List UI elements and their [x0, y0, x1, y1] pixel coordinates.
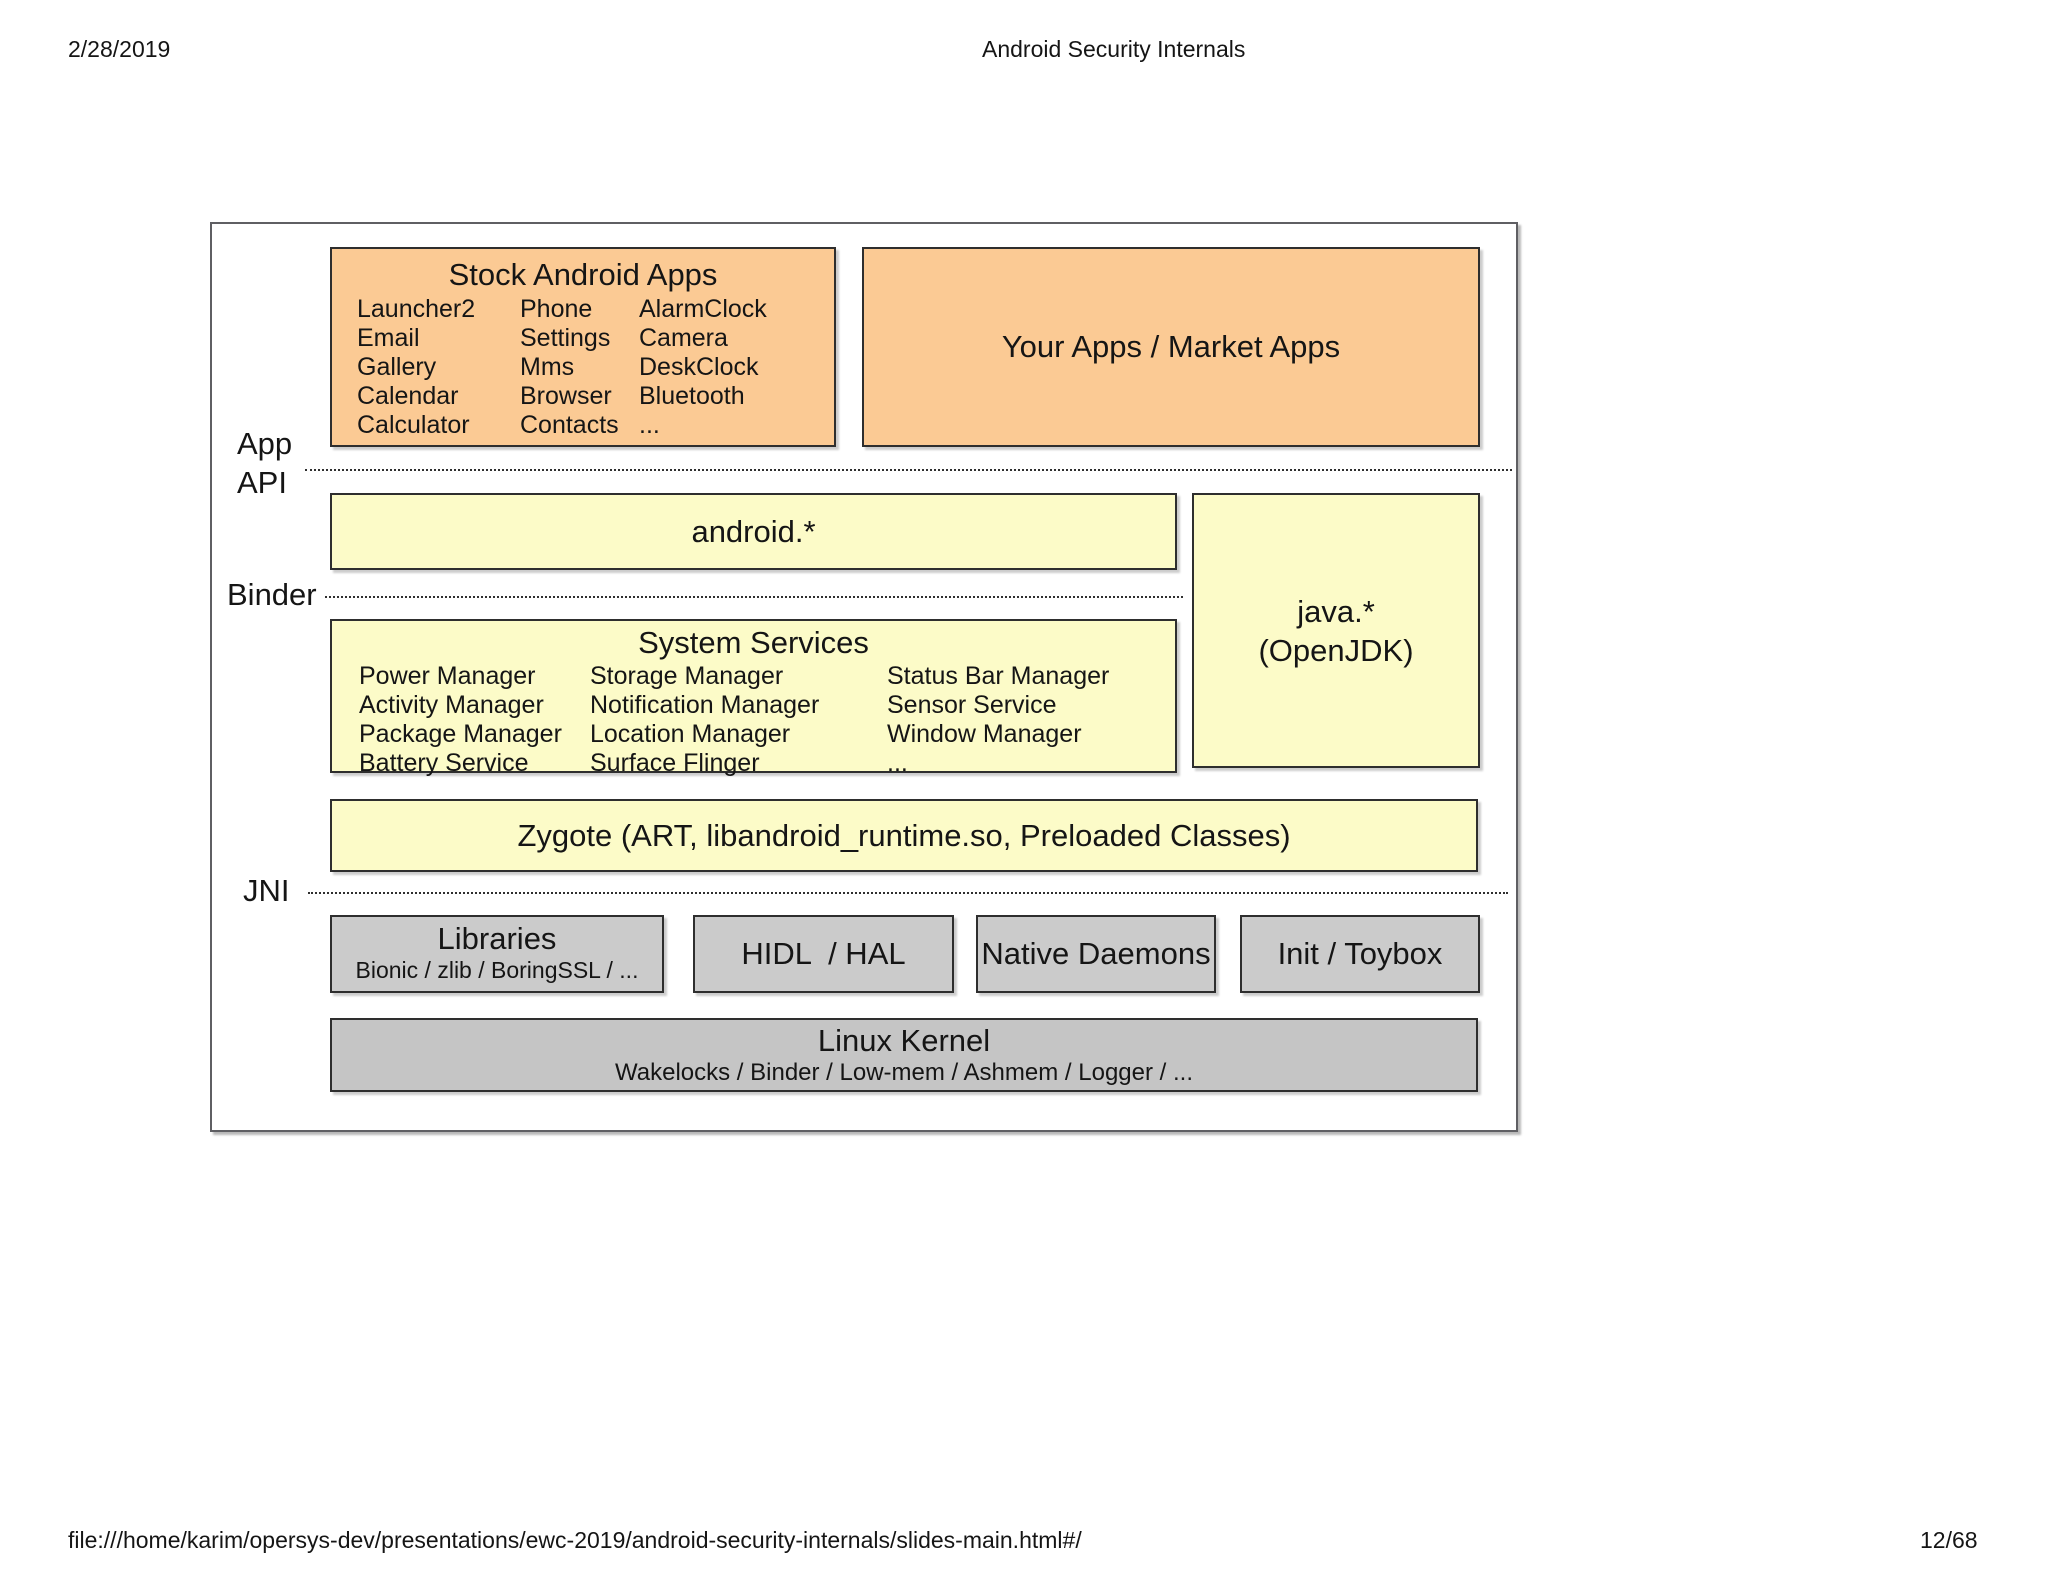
linux-kernel-title: Linux Kernel: [817, 1023, 991, 1058]
footer-file-path: file:///home/karim/opersys-dev/presentat…: [68, 1527, 1082, 1553]
service-item: Window Manager: [887, 720, 1082, 748]
binder-boundary-dotted-line: [325, 596, 1183, 598]
java-api-box: java.* (OpenJDK): [1192, 493, 1480, 768]
your-apps-label: Your Apps / Market Apps: [1001, 329, 1341, 364]
label-binder: Binder: [227, 577, 317, 612]
service-item: Location Manager: [590, 720, 791, 748]
zygote-box: Zygote (ART, libandroid_runtime.so, Prel…: [330, 799, 1478, 872]
app-item: AlarmClock: [639, 295, 767, 323]
libraries-box: Libraries Bionic / zlib / BoringSSL / ..…: [330, 915, 664, 993]
app-item: Email: [357, 324, 420, 352]
system-services-column-3: Status Bar Manager Sensor Service Window…: [887, 662, 1175, 778]
hidl-hal-label: HIDL / HAL: [741, 936, 906, 971]
java-api-line1: java.*: [1297, 593, 1375, 629]
app-item: Camera: [639, 324, 728, 352]
app-item: DeskClock: [639, 353, 759, 381]
your-apps-box: Your Apps / Market Apps: [862, 247, 1480, 447]
service-item: ...: [887, 749, 908, 777]
app-item: Launcher2: [357, 295, 476, 323]
native-daemons-box: Native Daemons: [976, 915, 1216, 993]
linux-kernel-box: Linux Kernel Wakelocks / Binder / Low-me…: [330, 1018, 1478, 1092]
app-item: Contacts: [520, 411, 619, 439]
stock-android-apps-title: Stock Android Apps: [448, 257, 718, 292]
init-toybox-box: Init / Toybox: [1240, 915, 1480, 993]
service-item: Package Manager: [359, 720, 562, 748]
header-date: 2/28/2019: [68, 36, 171, 62]
zygote-label: Zygote (ART, libandroid_runtime.so, Prel…: [517, 817, 1291, 853]
native-daemons-label: Native Daemons: [981, 936, 1211, 971]
stock-apps-column-2: Phone Settings Mms Browser Contacts: [520, 295, 639, 440]
java-api-label: java.* (OpenJDK): [1258, 592, 1413, 670]
service-item: Battery Service: [359, 749, 529, 777]
libraries-subtitle: Bionic / zlib / BoringSSL / ...: [355, 957, 639, 983]
header-title: Android Security Internals: [982, 36, 1246, 62]
footer-page-number: 12/68: [1920, 1527, 1978, 1553]
label-app-api-line2: API: [237, 465, 287, 500]
service-item: Sensor Service: [887, 691, 1057, 719]
stock-apps-column-1: Launcher2 Email Gallery Calendar Calcula…: [357, 295, 520, 440]
java-api-line2: (OpenJDK): [1258, 632, 1414, 668]
label-app-api: App API: [237, 424, 292, 502]
app-api-boundary-dotted-line: [305, 469, 1512, 471]
system-services-column-2: Storage Manager Notification Manager Loc…: [590, 662, 887, 778]
system-services-column-1: Power Manager Activity Manager Package M…: [359, 662, 590, 778]
app-item: ...: [639, 411, 660, 439]
app-item: Mms: [520, 353, 575, 381]
system-services-columns: Power Manager Activity Manager Package M…: [332, 662, 1175, 778]
service-item: Storage Manager: [590, 662, 784, 690]
app-item: Calculator: [357, 411, 470, 439]
service-item: Notification Manager: [590, 691, 820, 719]
app-item: Phone: [520, 295, 593, 323]
android-api-label: android.*: [691, 513, 816, 549]
app-item: Gallery: [357, 353, 437, 381]
jni-boundary-dotted-line: [308, 892, 1508, 894]
android-api-box: android.*: [330, 493, 1177, 570]
stock-apps-column-3: AlarmClock Camera DeskClock Bluetooth ..…: [639, 295, 834, 440]
service-item: Power Manager: [359, 662, 536, 690]
init-toybox-label: Init / Toybox: [1277, 936, 1443, 971]
service-item: Activity Manager: [359, 691, 544, 719]
stock-android-apps-columns: Launcher2 Email Gallery Calendar Calcula…: [332, 295, 834, 440]
app-item: Settings: [520, 324, 611, 352]
app-item: Calendar: [357, 382, 459, 410]
service-item: Surface Flinger: [590, 749, 760, 777]
linux-kernel-subtitle: Wakelocks / Binder / Low-mem / Ashmem / …: [615, 1059, 1193, 1086]
app-item: Bluetooth: [639, 382, 745, 410]
libraries-title: Libraries: [437, 921, 557, 956]
app-item: Browser: [520, 382, 612, 410]
hidl-hal-box: HIDL / HAL: [693, 915, 954, 993]
label-jni: JNI: [243, 873, 290, 908]
system-services-box: System Services Power Manager Activity M…: [330, 619, 1177, 777]
stock-android-apps-box: Stock Android Apps Launcher2 Email Galle…: [330, 247, 836, 447]
system-services-title: System Services: [638, 625, 869, 660]
service-item: Status Bar Manager: [887, 662, 1110, 690]
label-app-api-line1: App: [237, 426, 293, 461]
